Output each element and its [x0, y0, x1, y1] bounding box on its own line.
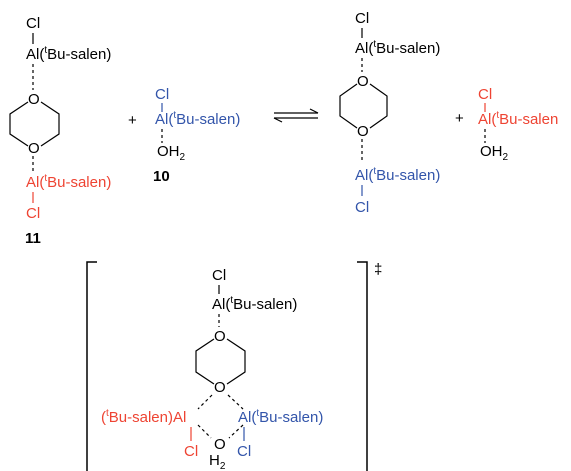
chlorine-label-ts-left: Cl — [184, 443, 198, 460]
dioxane-ring-product-right — [369, 83, 388, 129]
chlorine-label-10: Cl — [155, 86, 169, 103]
dioxane-oxygen-product-top: O — [357, 73, 369, 90]
bridge-o-al-right — [227, 394, 244, 410]
chlorine-label-product-top: Cl — [355, 10, 369, 27]
water-hydrogen-label-ts: H2 — [209, 452, 226, 471]
aluminum-label-10: Al(tBu-salen) — [155, 110, 240, 128]
bracket-right — [357, 261, 368, 471]
compound-number-11: 11 — [25, 230, 41, 247]
dioxane-oxygen-ts-top: O — [214, 328, 226, 345]
bridge-o-al-left — [197, 394, 213, 410]
chlorine-label-ts-top: Cl — [212, 267, 226, 284]
product-complex: Cl Al(tBu-salen) O O Al(tBu-salen) Cl — [339, 10, 440, 216]
transition-state: ‡ Cl Al(tBu-salen) O O (tBu-salen)Al Cl … — [86, 261, 382, 471]
aluminum-label-ts-top: Al(tBu-salen) — [212, 295, 297, 313]
compound-10: Cl Al(tBu-salen) OH2 10 — [153, 86, 240, 185]
dioxane-oxygen-ts-bottom: O — [214, 379, 226, 396]
compound-11: Cl Al(tBu-salen) O O Al(tBu-salen) Cl 11 — [9, 15, 111, 247]
aluminum-label-released: Al(tBu-salen — [478, 110, 558, 128]
chlorine-label-released: Cl — [478, 86, 492, 103]
aluminum-label-product-bottom: Al(tBu-salen) — [355, 166, 440, 184]
aluminum-label-top: Al(tBu-salen) — [26, 45, 111, 63]
chlorine-label-ts-right: Cl — [237, 443, 251, 460]
chlorine-label-top: Cl — [26, 15, 40, 32]
bracket-left — [86, 261, 97, 471]
bridge-al-water-right — [228, 424, 244, 439]
chlorine-label-product-bottom: Cl — [355, 199, 369, 216]
plus-sign-1: + — [128, 112, 137, 129]
water-label-10: OH2 — [157, 143, 186, 163]
dioxane-ring-left — [9, 101, 29, 147]
aluminum-label-ts-left: (tBu-salen)Al — [101, 408, 186, 426]
bridge-al-water-left — [197, 424, 212, 439]
double-dagger-mark: ‡ — [374, 261, 382, 278]
dioxane-ring-product-left — [339, 83, 358, 129]
compound-number-10: 10 — [153, 168, 170, 185]
oxygen-label-ts-water: O — [214, 436, 226, 453]
water-label-released: OH2 — [480, 143, 509, 163]
dioxane-ring-ts-right — [226, 338, 246, 385]
dioxane-oxygen-product-bottom: O — [357, 123, 369, 140]
plus-sign-2: + — [455, 110, 464, 127]
released-aluminum-water: Cl Al(tBu-salen OH2 — [478, 86, 558, 163]
dioxane-oxygen-bottom: O — [28, 140, 40, 157]
aluminum-label-bottom: Al(tBu-salen) — [26, 173, 111, 191]
dioxane-oxygen-top: O — [28, 91, 40, 108]
chlorine-label-bottom: Cl — [26, 205, 40, 222]
equilibrium-arrow — [273, 108, 319, 123]
dioxane-ring-right — [40, 101, 60, 147]
aluminum-label-product-top: Al(tBu-salen) — [355, 39, 440, 57]
aluminum-label-ts-right: Al(tBu-salen) — [238, 408, 323, 426]
dioxane-ring-ts-left — [195, 338, 215, 385]
